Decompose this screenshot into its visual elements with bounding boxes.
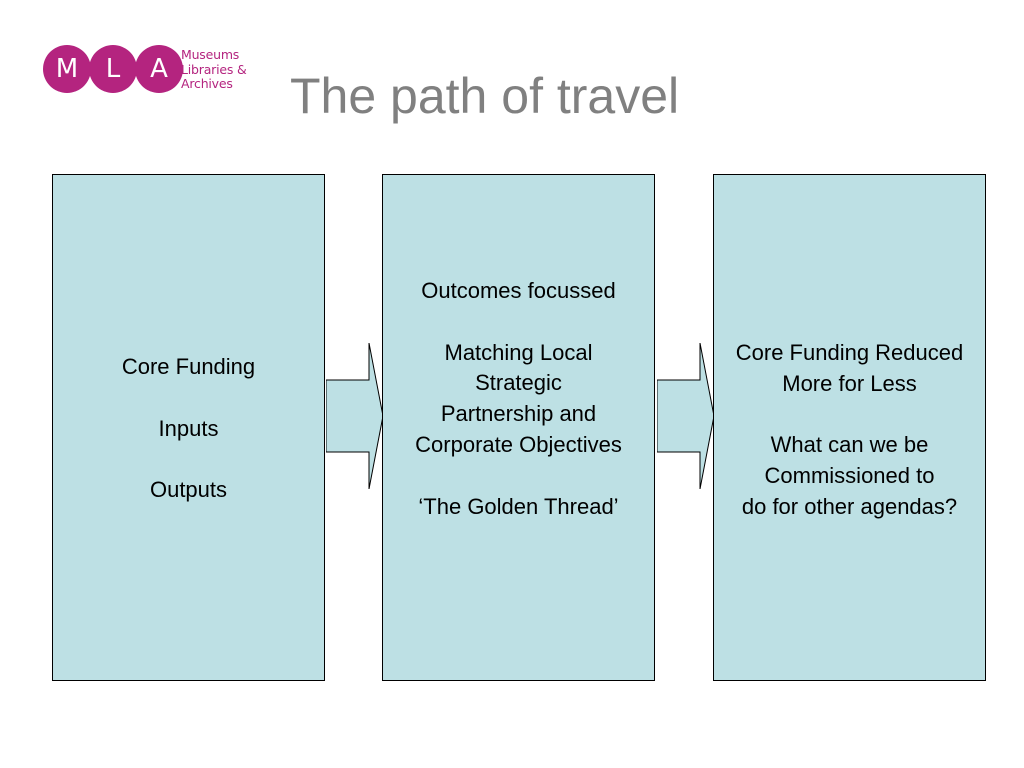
- box-core-funding-reduced: Core Funding Reduced More for Less What …: [713, 174, 986, 681]
- logo-letter-a: A: [135, 45, 183, 93]
- logo-word-libraries: Libraries &: [181, 61, 247, 77]
- logo-letter-m: M: [43, 45, 91, 93]
- box-line: Inputs: [158, 415, 219, 441]
- box-line-gap: [53, 383, 324, 414]
- box-line-gap: [714, 400, 985, 431]
- box-line-gap: [383, 307, 654, 338]
- box-core-funding-text: Core Funding Inputs Outputs: [53, 352, 324, 506]
- box-line: do for other agendas?: [741, 493, 958, 519]
- box-core-funding-reduced-text: Core Funding Reduced More for Less What …: [714, 338, 985, 523]
- box-line: Core Funding: [121, 354, 256, 379]
- box-line: Matching Local: [444, 339, 593, 365]
- logo-word-museums: Museums: [181, 47, 240, 62]
- box-line-gap: [383, 461, 654, 492]
- box-line: Core Funding Reduced: [735, 340, 964, 365]
- box-line: Outcomes focussed: [421, 278, 616, 303]
- box-outcomes-focussed: Outcomes focussed Matching Local Strateg…: [382, 174, 655, 681]
- box-core-funding: Core Funding Inputs Outputs: [52, 174, 325, 681]
- box-outcomes-focussed-text: Outcomes focussed Matching Local Strateg…: [383, 276, 654, 522]
- box-line: ‘The Golden Thread’: [418, 493, 619, 519]
- box-line: Outputs: [149, 477, 228, 503]
- right-arrow-icon: [326, 343, 384, 489]
- mla-logo: M L A Museums Libraries & Archives: [43, 45, 263, 95]
- slide-title: The path of travel: [290, 68, 680, 124]
- logo-letter-l: L: [89, 45, 137, 93]
- logo-wordmark: Museums Libraries & Archives: [181, 47, 247, 92]
- box-line: Corporate Objectives: [415, 431, 622, 457]
- logo-word-archives: Archives: [181, 76, 233, 91]
- box-line: More for Less: [782, 370, 917, 396]
- right-arrow-icon: [657, 343, 715, 489]
- box-line-gap: [53, 444, 324, 475]
- box-line: What can we be: [770, 432, 929, 458]
- box-line: Partnership and: [440, 401, 597, 427]
- box-line: Strategic: [475, 370, 562, 396]
- box-line: Commissioned to: [764, 463, 935, 489]
